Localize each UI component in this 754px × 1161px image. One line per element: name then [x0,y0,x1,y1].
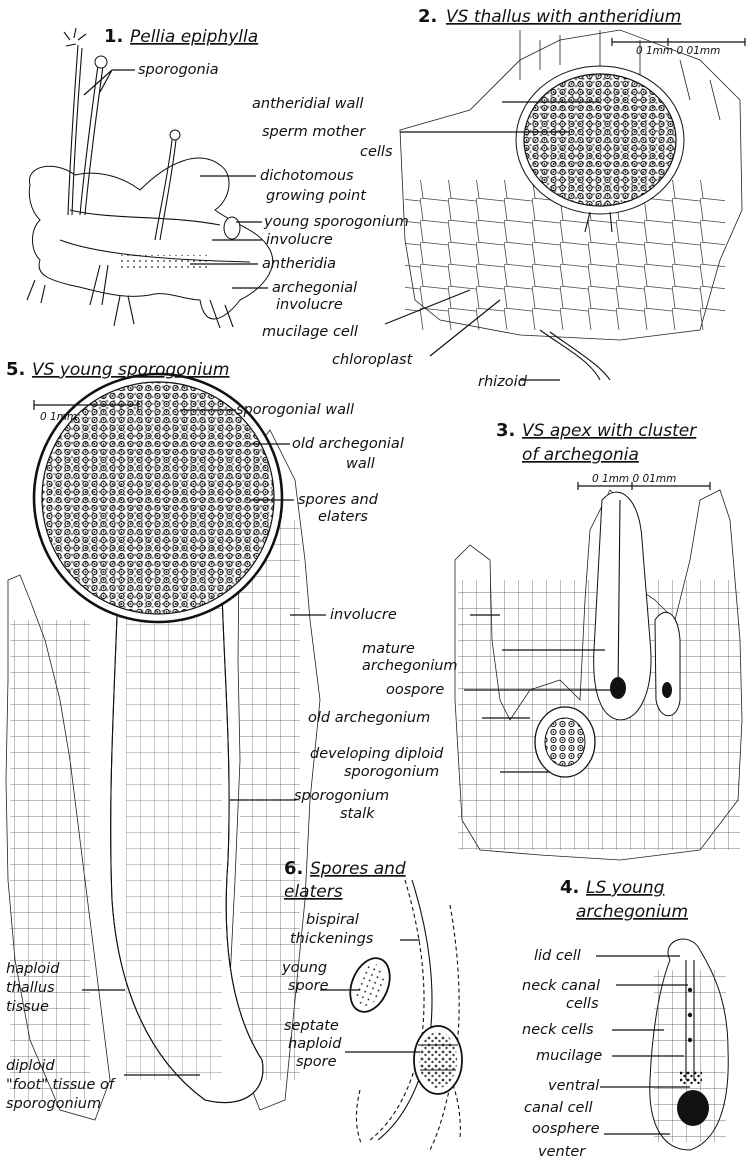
label-developing-diploid: developing diploid [310,746,444,762]
label-spore: spore [288,978,329,994]
panel-4-number: 4. [560,877,579,898]
panel-5-number: 5. [6,359,25,380]
panel-3-drawing [455,482,742,860]
label-oosphere: oosphere [532,1121,600,1137]
label-chloroplast: chloroplast [332,352,414,368]
label-neck-canal: neck canal [522,978,600,994]
label-sporogonium-3: sporogonium [344,764,439,780]
label-haploid: haploid [288,1036,342,1052]
label-canal-cell: canal cell [524,1100,593,1116]
label-spores-and: spores and [298,492,379,508]
panel-4-title-2: archegonium [576,902,688,922]
label-sporogonium-5: sporogonium [6,1096,101,1112]
panel-5-scale: 0 1mm [40,411,77,423]
panel-6-title-1: Spores and [310,859,406,879]
panel-2-scale: 0 1mm 0 01mm [636,45,720,57]
label-involucre-1: involucre [266,232,333,248]
label-archegonial: archegonial [272,280,357,296]
label-ventral: ventral [548,1078,599,1094]
label-antheridia: antheridia [262,256,336,272]
panel-5-title: VS young sporogonium [32,360,230,380]
label-haploid-thallus-1: haploid [6,961,60,977]
label-sperm-mother: sperm mother [262,124,366,140]
label-young-sporogonium: young sporogonium [263,214,409,230]
panel-1-number: 1. [104,26,123,47]
label-mature: mature [362,641,415,657]
panel-2-number: 2. [418,6,437,27]
label-young: young [281,960,327,976]
label-archegonium: archegonium [362,658,458,674]
label-foot-tissue: "foot" tissue of [6,1077,116,1093]
label-thickenings: thickenings [290,931,374,947]
panel-2-drawing [385,30,745,380]
label-mucilage: mucilage [536,1048,602,1064]
panel-6-number: 6. [284,858,303,879]
panel-3-number: 3. [496,420,515,441]
label-wall: wall [346,456,375,472]
label-haploid-thallus-2: thallus [6,980,55,996]
panel-5-drawing [6,374,326,1120]
label-septate: septate [284,1018,339,1034]
panel-3-scale: 0 1mm 0 01mm [592,473,676,485]
label-cells-1: cells [360,144,393,160]
panel-3-title-1: VS apex with cluster [522,421,697,441]
label-neck-cells: neck cells [522,1022,594,1038]
label-spore-2: spore [296,1054,337,1070]
label-dichotomous: dichotomous [260,168,354,184]
panel-6-title-2: elaters [284,882,343,902]
label-rhizoid: rhizoid [478,374,528,390]
label-antheridial-wall: antheridial wall [252,96,363,112]
label-old-archegonial: old archegonial [292,436,404,452]
label-growing-point: growing point [266,188,367,204]
label-venter: venter [538,1144,586,1160]
label-sporogonia: sporogonia [138,62,219,78]
panel-3-title-2: of archegonia [522,445,639,465]
label-oospore: oospore [386,682,444,698]
label-bispiral: bispiral [306,912,359,928]
panel-2-title: VS thallus with antheridium [446,7,681,27]
label-cells-4: cells [566,996,599,1012]
label-elaters: elaters [318,509,368,525]
label-sporogonium-stalk-2: stalk [340,806,375,822]
label-mucilage-cell: mucilage cell [262,324,358,340]
label-involucre-5: involucre [330,607,397,623]
label-diploid: diploid [6,1058,55,1074]
label-involucre-2: involucre [276,297,343,313]
panel-4-drawing [596,939,728,1150]
panel-1-title: Pellia epiphylla [130,27,258,47]
label-sporogonial-wall: sporogonial wall [236,402,354,418]
label-lid-cell: lid cell [534,948,581,964]
label-haploid-thallus-3: tissue [6,999,49,1015]
label-old-archegonium: old archegonium [308,710,430,726]
label-sporogonium-stalk-1: sporogonium [294,788,389,804]
panel-4-title-1: LS young [586,878,665,898]
